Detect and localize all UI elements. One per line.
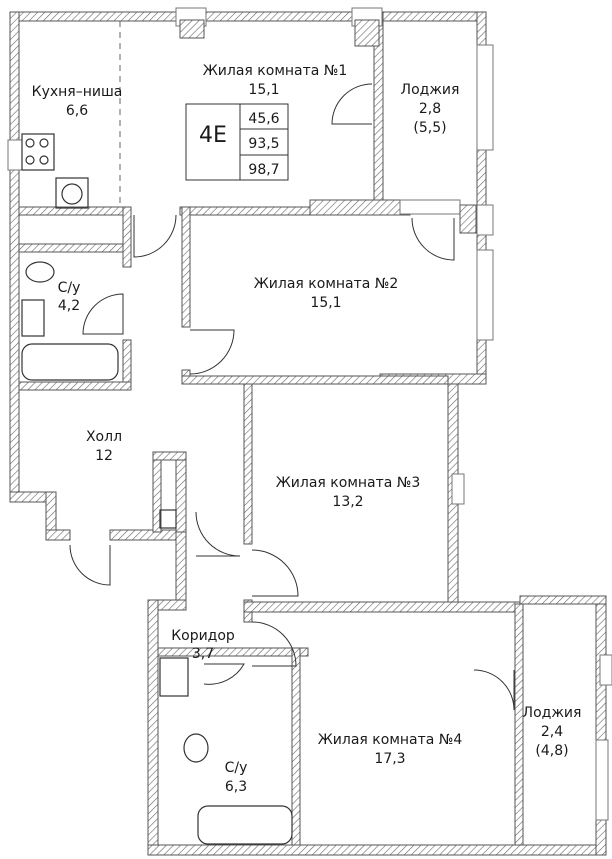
doors — [69, 83, 515, 711]
bath1-area: 4,2 — [58, 298, 80, 314]
living2-name: Жилая комната №2 — [254, 276, 399, 292]
hall-area: 12 — [95, 448, 113, 464]
living1-area: 15,1 — [248, 82, 279, 98]
apartment-info: 4E 45,6 93,5 98,7 — [185, 103, 289, 181]
total-area-with-balconies: 98,7 — [248, 162, 279, 178]
fixtures — [21, 133, 293, 845]
toilet-icon — [183, 733, 209, 763]
kitchen-area: 6,6 — [66, 103, 88, 119]
living3-area: 13,2 — [332, 494, 363, 510]
bath1-name: С/у — [58, 280, 81, 296]
total-area: 93,5 — [248, 136, 279, 152]
interior-walls — [18, 11, 524, 846]
living3-name: Жилая комната №3 — [276, 475, 421, 491]
stove-icon — [21, 133, 55, 171]
apartment-type: 4E — [199, 123, 227, 148]
loggia1-name: Лоджия — [401, 82, 460, 98]
living-area: 45,6 — [248, 111, 279, 127]
loggia2-name: Лоджия — [523, 705, 582, 721]
living2-area: 15,1 — [310, 295, 341, 311]
loggia2-area: 2,4 — [541, 724, 563, 740]
bath2-area: 6,3 — [225, 779, 247, 795]
living4-name: Жилая комната №4 — [318, 732, 463, 748]
toilet-icon — [25, 261, 55, 283]
bathtub-icon — [197, 805, 293, 845]
sink-icon — [159, 657, 189, 697]
bath2-name: С/у — [225, 760, 248, 776]
windows — [7, 7, 612, 821]
living4-area: 17,3 — [374, 751, 405, 767]
sink-icon — [21, 299, 45, 337]
corridor-area: 3,7 — [192, 646, 214, 662]
living1-name: Жилая комната №1 — [203, 63, 348, 79]
corridor-name: Коридор — [171, 628, 235, 644]
bathtub-icon — [21, 343, 119, 381]
loggia2-area-full: (4,8) — [535, 743, 568, 759]
hall-name: Холл — [86, 429, 122, 445]
loggia1-area-full: (5,5) — [413, 120, 446, 136]
room-labels: Кухня–ниша 6,6 Жилая комната №1 15,1 Лод… — [32, 63, 582, 795]
loggia1-area: 2,8 — [419, 101, 441, 117]
kitchen-name: Кухня–ниша — [32, 84, 123, 100]
washer-icon — [55, 177, 89, 209]
